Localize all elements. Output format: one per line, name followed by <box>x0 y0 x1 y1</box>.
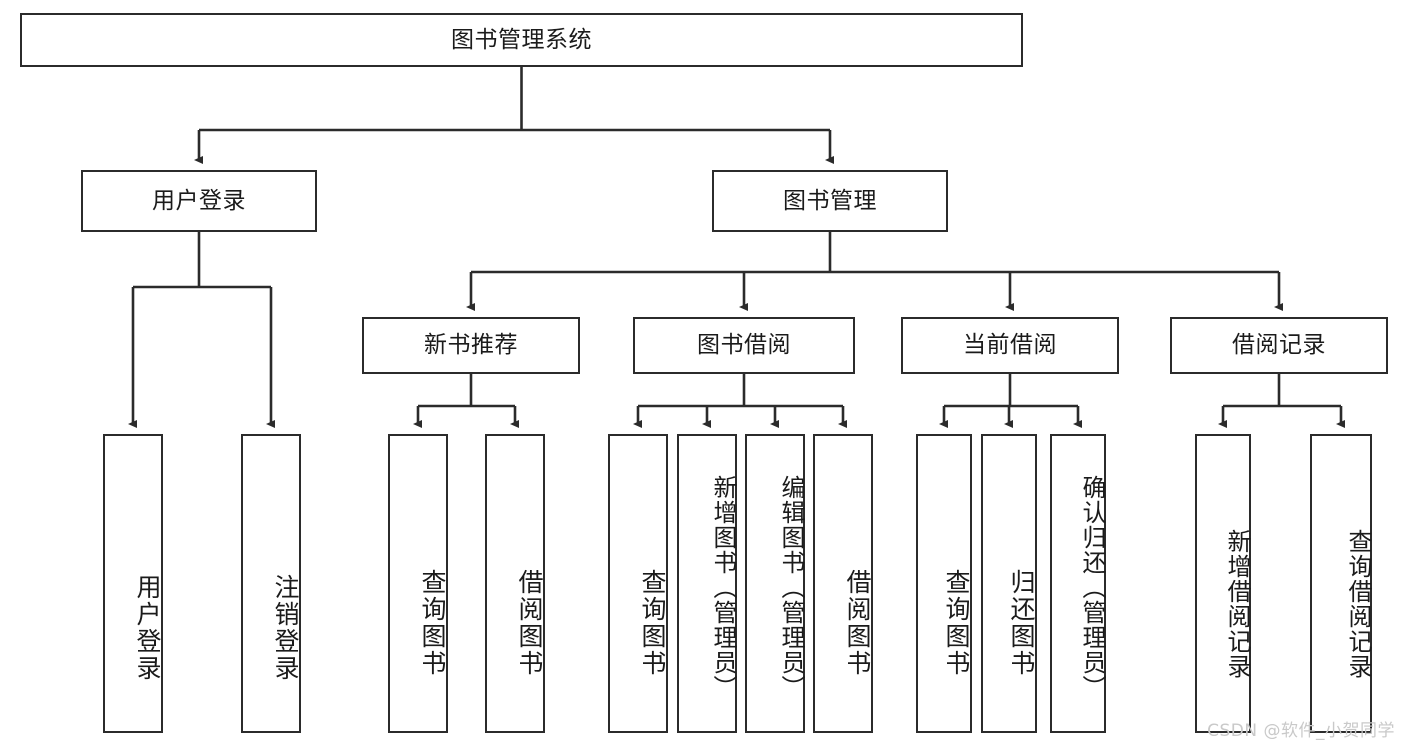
node-user-login-label: 用户登录 <box>152 187 246 214</box>
node-book-borrow-label: 图书借阅 <box>697 332 791 359</box>
node-leaf-add-borrow-record[interactable]: 新增借阅记录 <box>1195 434 1251 733</box>
node-root[interactable]: 图书管理系统 <box>20 13 1023 67</box>
node-leaf-return-book-label: 归还图书 <box>1007 568 1036 677</box>
node-leaf-edit-book-admin-label: 编辑图书（管理员） <box>777 475 805 700</box>
node-leaf-user-login[interactable]: 用户登录 <box>103 434 163 733</box>
node-leaf-borrow-book-recommend-label: 借阅图书 <box>515 568 544 677</box>
node-book-management-label: 图书管理 <box>783 187 877 214</box>
node-new-book-recommend[interactable]: 新书推荐 <box>362 317 580 374</box>
node-leaf-user-logout[interactable]: 注销登录 <box>241 434 301 733</box>
node-leaf-add-book-admin[interactable]: 新增图书（管理员） <box>677 434 737 733</box>
node-leaf-query-borrow-record[interactable]: 查询借阅记录 <box>1310 434 1372 733</box>
node-leaf-return-book[interactable]: 归还图书 <box>981 434 1037 733</box>
node-leaf-add-book-admin-label: 新增图书（管理员） <box>709 475 737 700</box>
node-leaf-query-book-current[interactable]: 查询图书 <box>916 434 972 733</box>
node-new-book-recommend-label: 新书推荐 <box>424 332 518 359</box>
node-leaf-query-book-recommend-label: 查询图书 <box>418 568 447 677</box>
node-leaf-borrow-book-recommend[interactable]: 借阅图书 <box>485 434 545 733</box>
node-leaf-user-login-label: 用户登录 <box>133 573 162 682</box>
node-leaf-edit-book-admin[interactable]: 编辑图书（管理员） <box>745 434 805 733</box>
node-leaf-query-book-recommend[interactable]: 查询图书 <box>388 434 448 733</box>
node-user-login[interactable]: 用户登录 <box>81 170 317 232</box>
node-book-management[interactable]: 图书管理 <box>712 170 948 232</box>
node-current-borrow-label: 当前借阅 <box>963 332 1057 359</box>
node-leaf-borrow-book-label: 借阅图书 <box>843 568 872 677</box>
node-leaf-confirm-return-admin[interactable]: 确认归还（管理员） <box>1050 434 1106 733</box>
node-leaf-add-borrow-record-label: 新增借阅记录 <box>1223 528 1251 679</box>
csdn-watermark: CSDN @软件_小贺同学 <box>1207 721 1395 741</box>
node-leaf-query-borrow-record-label: 查询借阅记录 <box>1344 528 1372 679</box>
node-leaf-query-book-borrow-label: 查询图书 <box>638 568 667 677</box>
node-leaf-query-book-current-label: 查询图书 <box>942 568 971 677</box>
node-book-borrow[interactable]: 图书借阅 <box>633 317 855 374</box>
node-leaf-query-book-borrow[interactable]: 查询图书 <box>608 434 668 733</box>
node-borrow-record-label: 借阅记录 <box>1232 332 1326 359</box>
node-leaf-confirm-return-admin-label: 确认归还（管理员） <box>1078 475 1106 700</box>
node-leaf-borrow-book[interactable]: 借阅图书 <box>813 434 873 733</box>
node-borrow-record[interactable]: 借阅记录 <box>1170 317 1388 374</box>
node-current-borrow[interactable]: 当前借阅 <box>901 317 1119 374</box>
node-root-label: 图书管理系统 <box>451 26 592 53</box>
node-leaf-user-logout-label: 注销登录 <box>271 573 300 682</box>
